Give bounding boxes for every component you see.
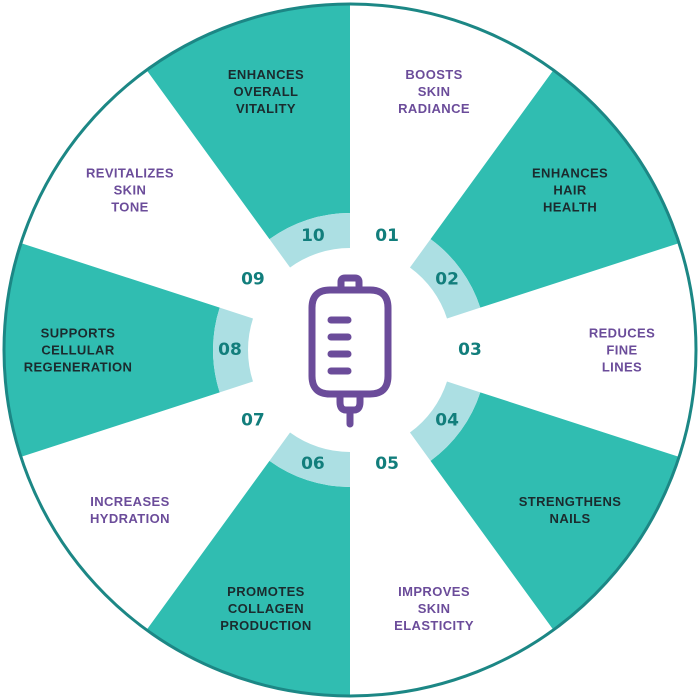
segment-06-fill [146,460,350,696]
segment-05-label-line: IMPROVES [398,584,470,599]
segment-08-label-line: REGENERATION [24,360,133,375]
segment-01-label-line: BOOSTS [405,67,462,82]
segment-05-label-line: ELASTICITY [394,618,474,633]
segment-01-label: BOOSTS SKIN RADIANCE [398,67,470,116]
segment-09-number: 09 [241,269,265,289]
segment-08-label-line: SUPPORTS [41,326,116,341]
segment-07-label: INCREASES HYDRATION [90,494,170,526]
segment-02-number-band [409,239,481,319]
segment-06-label-line: PRODUCTION [220,618,311,633]
segment-06-label: PROMOTES COLLAGEN PRODUCTION [220,584,311,633]
segment-08-label-line: CELLULAR [41,343,114,358]
segment-05-number: 05 [375,454,399,474]
segment-08-fill [3,243,220,457]
iv-bag-icon [308,274,392,428]
segment-08-number: 08 [218,340,242,360]
segment-10-fill [146,4,350,240]
segment-02-label-line: ENHANCES [532,166,608,181]
segment-03-label: REDUCES FINE LINES [589,326,655,375]
segment-04-label: STRENGTHENS NAILS [519,494,622,526]
segment-03-number: 03 [458,340,482,360]
segment-09-label-line: TONE [111,200,148,215]
segment-02-label-line: HEALTH [543,200,597,215]
segment-02: 02 ENHANCES HAIR HEALTH [409,70,680,319]
segment-04-number-band [409,381,481,461]
segment-02-label-line: HAIR [553,183,587,198]
segment-05-label: IMPROVES SKIN ELASTICITY [394,584,474,633]
segment-10-label-line: ENHANCES [228,67,304,82]
segment-07-label-line: HYDRATION [90,511,170,526]
segment-10-number-band [269,213,350,268]
segment-03-label-line: LINES [602,360,642,375]
segment-06-label-line: COLLAGEN [228,601,304,616]
segment-08: 08 SUPPORTS CELLULAR REGENERATION [3,243,253,457]
segment-03: 03 REDUCES FINE LINES [458,326,655,375]
segment-05-label-line: SKIN [418,601,451,616]
segment-09: 09 REVITALIZES SKIN TONE [86,166,265,290]
segment-10-number: 10 [301,226,325,246]
segments-layer: 01 BOOSTS SKIN RADIANCE 02 ENHANCES HAIR HEALTH… [3,4,696,696]
segment-02-label: ENHANCES HAIR HEALTH [532,166,608,215]
segment-06-number-band [269,432,350,487]
segment-06-number: 06 [301,454,325,474]
segment-04-number: 04 [435,411,459,431]
segment-10: 10 ENHANCES OVERALL VITALITY [146,4,350,268]
segment-08-label: SUPPORTS CELLULAR REGENERATION [24,326,133,375]
segment-04-label-line: NAILS [550,511,591,526]
segment-07-label-line: INCREASES [90,494,169,509]
segment-09-label: REVITALIZES SKIN TONE [86,166,174,215]
segment-10-label-line: VITALITY [236,101,296,116]
segment-07-number: 07 [241,411,265,431]
segment-01: 01 BOOSTS SKIN RADIANCE [375,67,470,246]
segment-06-label-line: PROMOTES [227,584,305,599]
segment-09-label-line: SKIN [114,183,147,198]
segment-01-label-line: RADIANCE [398,101,470,116]
segment-08-number-band [212,307,253,393]
segment-10-label-line: OVERALL [233,84,298,99]
segment-03-label-line: FINE [606,343,637,358]
segment-10-label: ENHANCES OVERALL VITALITY [228,67,304,116]
segment-03-label-line: REDUCES [589,326,655,341]
segment-02-number: 02 [435,269,459,289]
segment-04-label-line: STRENGTHENS [519,494,622,509]
segment-09-label-line: REVITALIZES [86,166,174,181]
segment-02-fill [430,70,680,308]
segment-01-number: 01 [375,226,399,246]
segment-04-fill [430,392,680,630]
segment-01-label-line: SKIN [418,84,451,99]
